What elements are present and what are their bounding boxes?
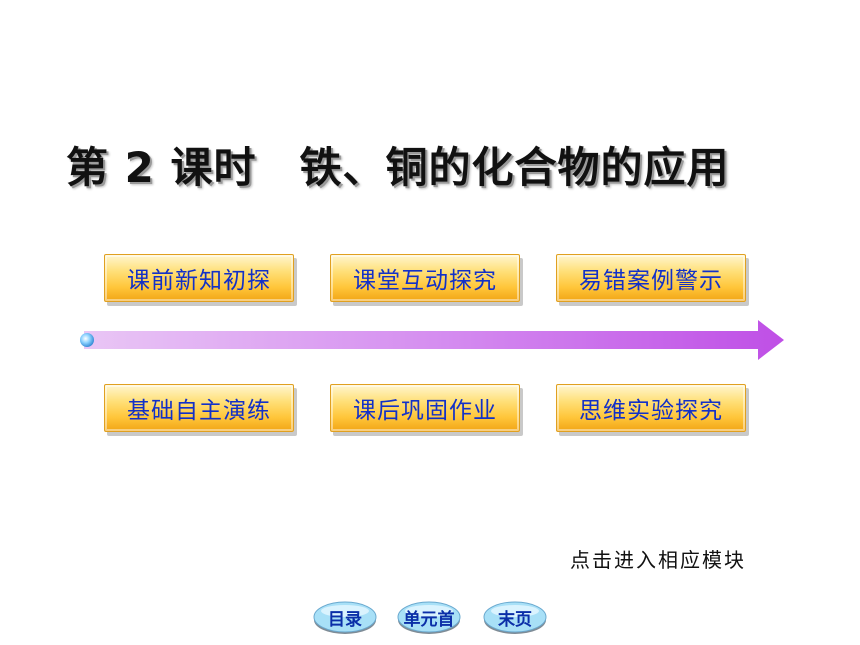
page-title: 第 2 课时 铁、铜的化合物的应用 bbox=[66, 143, 730, 192]
nav-button-label: 目录 bbox=[328, 610, 362, 630]
module-button-label: 基础自主演练 bbox=[127, 398, 271, 424]
nav-button-label: 末页 bbox=[498, 610, 532, 630]
module-button-preview[interactable]: 课前新知初探 bbox=[104, 254, 294, 302]
hint-text: 点击进入相应模块 bbox=[570, 548, 746, 572]
module-button-experiment[interactable]: 思维实验探究 bbox=[556, 384, 746, 432]
module-button-classroom[interactable]: 课堂互动探究 bbox=[330, 254, 520, 302]
nav-button-shape bbox=[483, 601, 547, 634]
nav-button-label: 单元首 bbox=[403, 610, 455, 630]
module-button-label: 课后巩固作业 bbox=[353, 398, 497, 424]
nav-button-shape bbox=[397, 601, 461, 634]
module-button-mistakes[interactable]: 易错案例警示 bbox=[556, 254, 746, 302]
nav-last-page-button[interactable]: 末页 bbox=[482, 600, 548, 636]
arrow-start-dot bbox=[80, 333, 94, 347]
module-button-label: 思维实验探究 bbox=[579, 398, 723, 424]
nav-unit-home-button[interactable]: 单元首 bbox=[396, 600, 462, 636]
module-button-basic-practice[interactable]: 基础自主演练 bbox=[104, 384, 294, 432]
nav-contents-button[interactable]: 目录 bbox=[312, 600, 378, 636]
module-button-label: 易错案例警示 bbox=[579, 268, 723, 294]
module-button-label: 课前新知初探 bbox=[127, 268, 271, 294]
module-button-label: 课堂互动探究 bbox=[353, 268, 497, 294]
nav-button-shape bbox=[313, 601, 377, 634]
module-button-homework[interactable]: 课后巩固作业 bbox=[330, 384, 520, 432]
timeline-arrow bbox=[80, 320, 784, 360]
